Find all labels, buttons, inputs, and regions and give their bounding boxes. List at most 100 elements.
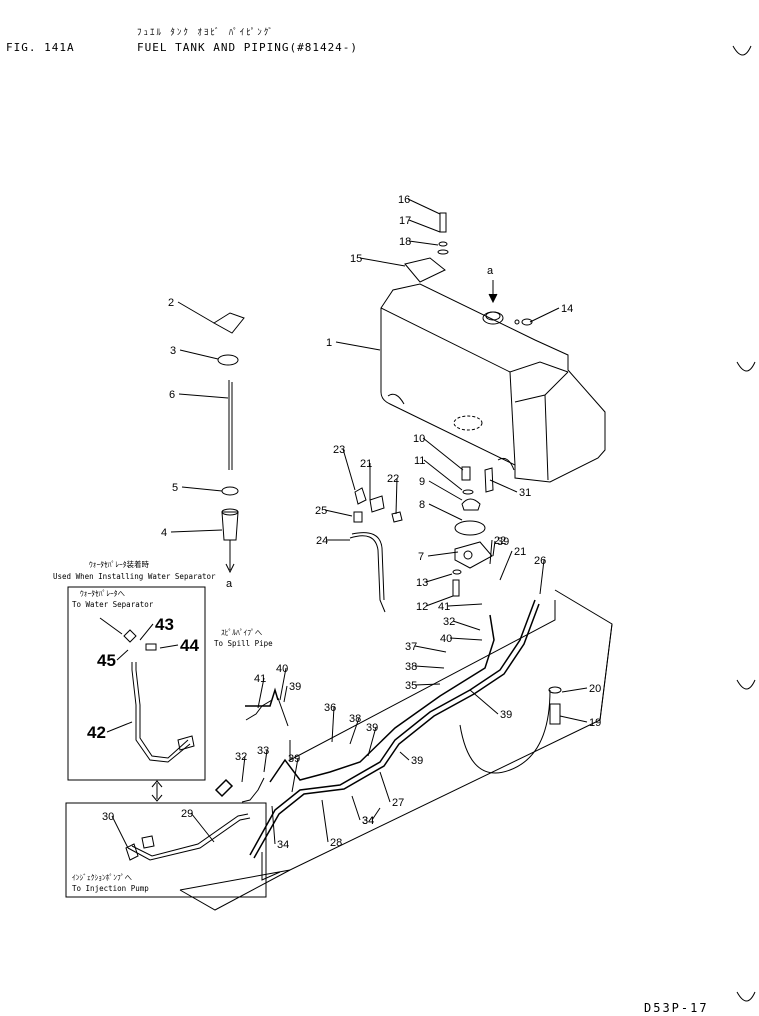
callout-23: 23 (333, 444, 345, 456)
figure-title: FUEL TANK AND PIPING(#81424-) (137, 41, 359, 54)
callout-39: 39 (289, 681, 301, 693)
leader-line-18 (408, 240, 439, 246)
leader-line-19 (559, 715, 588, 723)
callout-24: 24 (316, 535, 328, 547)
leader-line-34 (371, 807, 381, 821)
leader-line-8 (428, 503, 463, 521)
leader-line-4 (170, 529, 223, 533)
leader-line-41 (447, 603, 483, 607)
note-to-injection-pump: To Injection Pump (72, 884, 149, 893)
leader-line-38 (414, 665, 445, 669)
fuel-cap-parts (213, 312, 245, 574)
water-separator-inset (67, 586, 206, 781)
callout-41: 41 (254, 673, 266, 685)
leader-line-29 (190, 812, 215, 843)
callout-34: 34 (362, 815, 374, 827)
leader-line-31 (489, 479, 518, 493)
leader-line-9 (428, 480, 463, 501)
callout-41: 41 (438, 601, 450, 613)
leader-line-20 (561, 687, 588, 693)
callout-17: 17 (399, 215, 411, 227)
note-to-spill-pipe-jp: ｽﾋﾟﾙﾊﾟｲﾌﾟへ (221, 628, 263, 637)
injection-pump-inset (65, 802, 267, 898)
leader-line-36 (331, 706, 335, 743)
leader-line-41 (257, 677, 265, 709)
leader-line-39 (399, 751, 410, 761)
note-water-separator-jp: ｳｫｰﾀｾﾊﾟﾚｰﾀ装着時 (89, 559, 149, 569)
leader-line-39 (291, 757, 299, 793)
leader-line-45 (116, 649, 129, 661)
callout-39: 39 (497, 536, 509, 548)
leader-line-15 (359, 257, 406, 267)
leader-line-7 (427, 551, 459, 557)
view-a-label-strainer: a (226, 578, 233, 590)
leader-line-28 (321, 799, 329, 843)
callout-19: 19 (589, 717, 601, 729)
callout-42: 42 (87, 723, 106, 742)
machine-frame (179, 589, 613, 911)
leader-line-30 (111, 815, 129, 849)
callout-22: 22 (494, 535, 506, 547)
callout-38: 38 (405, 661, 417, 673)
leader-line-22 (489, 539, 493, 565)
figure-title-japanese: ﾌｭｴﾙ ﾀﾝｸ ｵﾖﾋﾞ ﾊﾟｲﾋﾟﾝｸﾞ (137, 28, 275, 38)
leader-lines (106, 198, 588, 849)
leader-line-26 (539, 559, 545, 595)
callout-38: 38 (349, 713, 361, 725)
callout-31: 31 (519, 487, 531, 499)
leader-line-32 (241, 755, 246, 783)
callout-37: 37 (405, 641, 417, 653)
note-to-injection-pump-jp: ｲﾝｼﾞｪｸｼｮﾝﾎﾟﾝﾌﾟへ (72, 873, 132, 882)
callout-10: 10 (413, 433, 425, 445)
callout-34: 34 (277, 839, 289, 851)
leader-line-39 (492, 540, 496, 557)
callout-39: 39 (500, 709, 512, 721)
callout-43: 43 (155, 615, 174, 634)
callout-40: 40 (440, 633, 452, 645)
callout-8: 8 (419, 499, 425, 511)
leader-line-5 (181, 486, 223, 492)
bolt-parts (349, 212, 562, 725)
fuel-tank (380, 283, 606, 483)
callout-14: 14 (561, 303, 573, 315)
callout-4: 4 (161, 527, 167, 539)
leader-line-17 (408, 219, 441, 233)
leader-line-13 (425, 573, 453, 583)
leader-line-39 (283, 685, 288, 703)
callout-32: 32 (443, 616, 455, 628)
callout-12: 12 (416, 601, 428, 613)
leader-line-11 (423, 459, 463, 491)
callout-22: 22 (387, 473, 399, 485)
leader-line-38 (349, 717, 360, 745)
leader-line-42 (106, 721, 133, 733)
leader-line-12 (425, 595, 454, 607)
leader-line-44 (159, 644, 179, 649)
fuel-piping (214, 599, 540, 859)
callout-18: 18 (399, 236, 411, 248)
note-water-separator: Used When Installing Water Separator (53, 572, 216, 581)
leader-line-21 (499, 550, 513, 581)
leader-line-33 (263, 749, 268, 773)
leader-line-3 (179, 349, 219, 360)
callout-9: 9 (419, 476, 425, 488)
callout-36: 36 (324, 702, 336, 714)
leader-line-39 (367, 726, 377, 757)
callout-33: 33 (257, 745, 269, 757)
leader-line-22 (395, 477, 398, 515)
view-arrows (488, 280, 498, 304)
callout-5: 5 (172, 482, 178, 494)
callout-44: 44 (180, 636, 199, 655)
binding-marks (732, 45, 756, 1002)
leader-line-37 (414, 645, 447, 653)
leader-line-34 (351, 795, 361, 821)
callout-32: 32 (235, 751, 247, 763)
callout-3: 3 (170, 345, 176, 357)
note-to-water-separator: To Water Separator (72, 600, 154, 609)
leader-line-39 (469, 689, 499, 715)
leader-line-2 (177, 301, 215, 324)
callout-26: 26 (534, 555, 546, 567)
inset-link-arrow (151, 780, 163, 802)
callout-45: 45 (97, 651, 116, 670)
note-to-water-separator-jp: ｳｫｰﾀｾﾊﾟﾚｰﾀへ (80, 589, 125, 598)
